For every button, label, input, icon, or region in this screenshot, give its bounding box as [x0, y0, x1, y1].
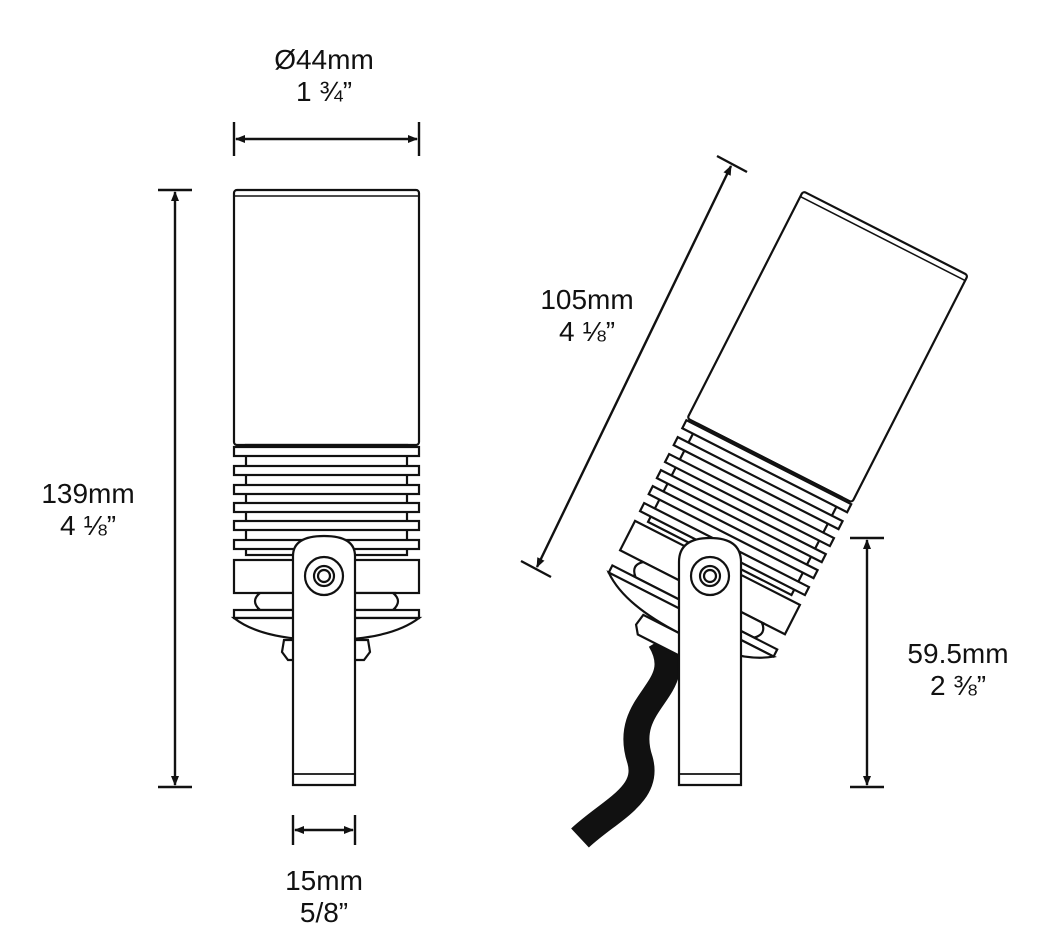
front-view-fixture [232, 188, 421, 787]
height-label: 139mm 4 ⅛” [0, 478, 188, 542]
diameter-imperial: 1 ¾” [295, 76, 353, 107]
height-imperial: 4 ⅛” [59, 510, 117, 541]
diameter-metric: Ø44mm [274, 44, 374, 75]
pivot-height-imperial: 2 ⅜” [929, 670, 987, 701]
stake-width-label: 15mm 5/8” [224, 865, 424, 929]
mounting-bracket [291, 534, 357, 787]
pivot-height-label: 59.5mm 2 ⅜” [858, 638, 1058, 702]
stake-width-metric: 15mm [285, 865, 363, 896]
head-length-metric: 105mm [540, 284, 634, 315]
height-metric: 139mm [41, 478, 135, 509]
head-length-imperial: 4 ⅛” [558, 316, 616, 347]
diameter-label: Ø44mm 1 ¾” [224, 44, 424, 108]
dimension-lines [158, 122, 884, 845]
pivot-height-metric: 59.5mm [907, 638, 1009, 669]
cable [571, 633, 681, 848]
head-length-label: 105mm 4 ⅛” [487, 284, 687, 348]
stake-width-imperial: 5/8” [299, 897, 349, 928]
